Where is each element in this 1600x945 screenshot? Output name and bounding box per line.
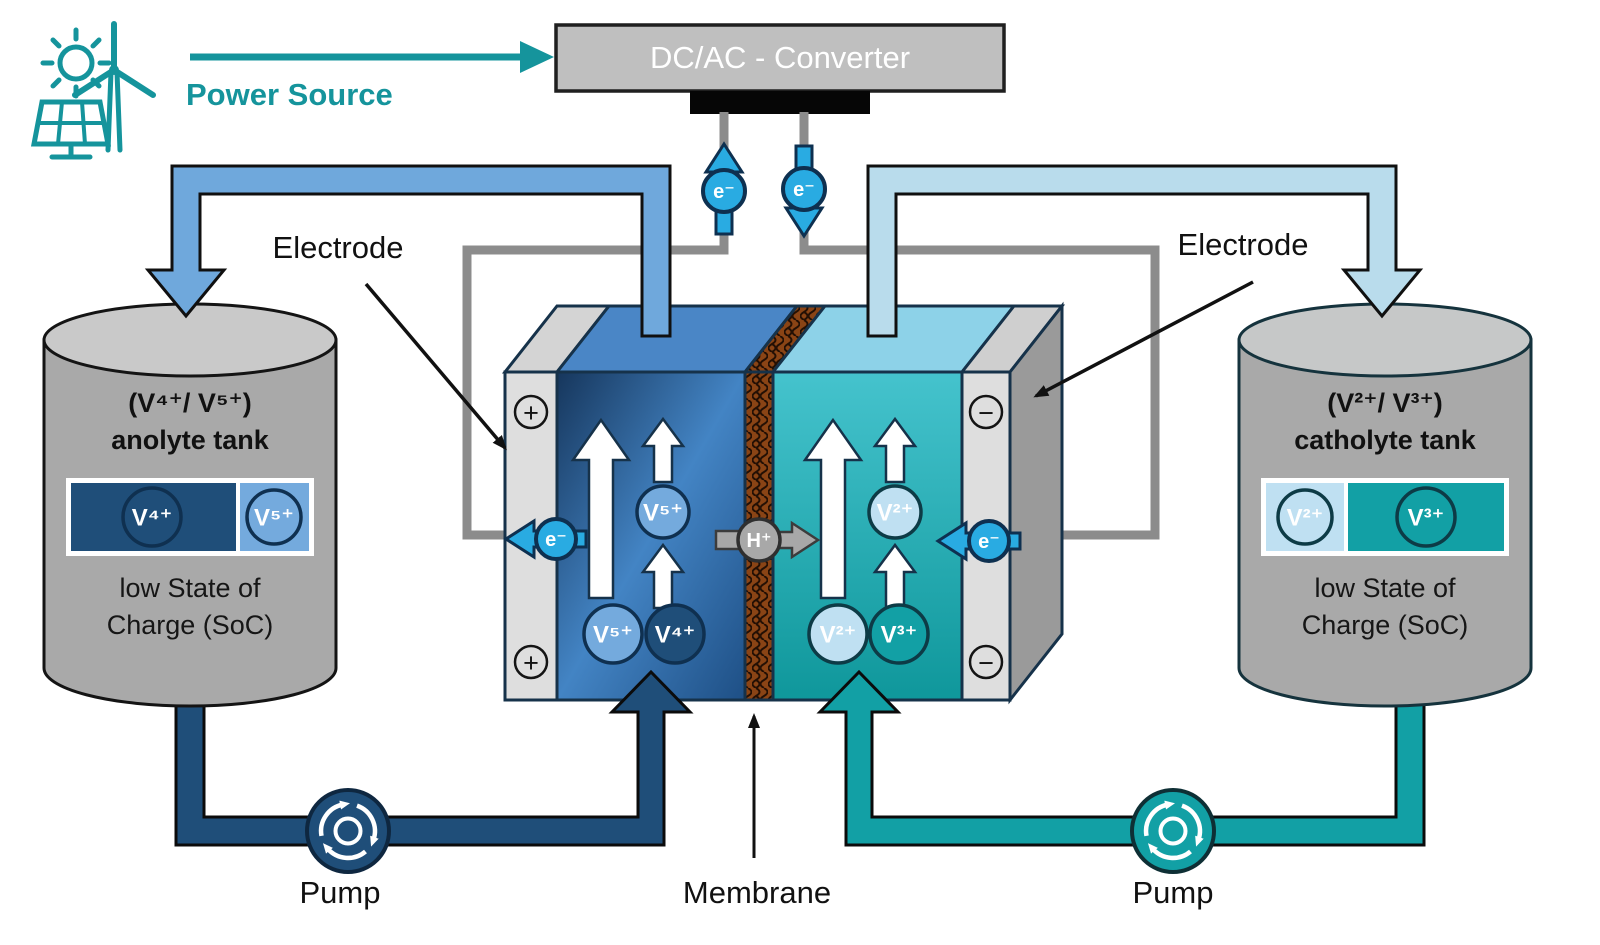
catholyte-soc-line1: low State of (1314, 573, 1456, 603)
anolyte-soc-line2: Charge (SoC) (107, 610, 274, 640)
power-flow-arrow (190, 41, 554, 73)
terminal-minus-bottom: − (978, 648, 994, 678)
catholyte-title: (V²⁺/ V³⁺) (1327, 388, 1443, 418)
anolyte-legend: V⁴⁺ V⁵⁺ (66, 478, 314, 556)
electron-label: e⁻ (545, 529, 567, 551)
anolyte-pipe-top (144, 164, 672, 338)
ion-v2-bottom: V²⁺ (820, 622, 857, 649)
legend-ion-v2: V²⁺ (1287, 505, 1324, 532)
pump-right (1130, 788, 1216, 874)
pump-label-right: Pump (1133, 875, 1214, 910)
electron-marker-cell-right: e⁻ (935, 519, 1022, 563)
electron-label: e⁻ (978, 531, 1000, 553)
terminal-plus-top: + (523, 398, 539, 428)
proton-marker: H⁺ (714, 517, 821, 563)
legend-ion-v5: V⁵⁺ (254, 505, 294, 532)
catholyte-legend: V²⁺ V³⁺ (1261, 478, 1509, 556)
electrode-pointer-right (1033, 280, 1254, 398)
pump-left (305, 788, 391, 874)
ion-v5-top: V⁵⁺ (643, 500, 683, 527)
catholyte-name: catholyte tank (1294, 425, 1477, 455)
electron-label: e⁻ (713, 181, 735, 203)
wind-turbine-icon (72, 21, 156, 153)
legend-ion-v4: V⁴⁺ (132, 505, 173, 532)
pump-label-left: Pump (300, 875, 381, 910)
membrane-label: Membrane (683, 875, 831, 910)
anolyte-soc-line1: low State of (119, 573, 261, 603)
solar-panel-icon (30, 99, 112, 160)
dc-ac-converter: DC/AC - Converter (554, 23, 1006, 114)
cell-side-face (1008, 301, 1064, 705)
catholyte-pipe-top (866, 164, 1424, 338)
converter-label: DC/AC - Converter (650, 40, 910, 75)
ion-v2-top: V²⁺ (877, 500, 914, 527)
power-source-label: Power Source (186, 77, 393, 112)
anolyte-title: (V⁴⁺/ V⁵⁺) (128, 388, 252, 418)
electrode-pointer-left (364, 282, 507, 451)
electrode-label-left: Electrode (273, 230, 404, 265)
sun-icon (40, 27, 112, 99)
anolyte-pipe-bottom (174, 648, 694, 847)
electron-marker-converter-left: e⁻ (701, 141, 747, 236)
ion-v4-bottom: V⁴⁺ (655, 622, 696, 649)
cell-terminals: + + − − (513, 394, 1004, 680)
electron-label: e⁻ (793, 179, 815, 201)
catholyte-pipe-bottom (816, 648, 1426, 847)
terminal-plus-bottom: + (523, 648, 539, 678)
legend-ion-v3: V³⁺ (1408, 505, 1445, 532)
anolyte-tank: (V⁴⁺/ V⁵⁺) anolyte tank V⁴⁺ V⁵⁺ low Stat… (42, 302, 338, 708)
anolyte-name: anolyte tank (111, 425, 270, 455)
cell-ions: V⁵⁺ V⁵⁺ V⁴⁺ V²⁺ V²⁺ V³⁺ (582, 484, 930, 665)
electron-marker-cell-left: e⁻ (503, 517, 588, 561)
electrode-label-right: Electrode (1178, 227, 1309, 262)
catholyte-soc-line2: Charge (SoC) (1302, 610, 1469, 640)
terminal-minus-top: − (978, 398, 994, 428)
converter-terminal-bar (690, 91, 870, 114)
ion-v5-bottom: V⁵⁺ (593, 622, 633, 649)
catholyte-tank: (V²⁺/ V³⁺) catholyte tank V²⁺ V³⁺ low St… (1237, 302, 1533, 708)
electron-marker-converter-right: e⁻ (781, 144, 827, 239)
ion-v3-bottom: V³⁺ (881, 622, 918, 649)
proton-label: H⁺ (747, 530, 772, 552)
power-source-icon (30, 21, 156, 160)
